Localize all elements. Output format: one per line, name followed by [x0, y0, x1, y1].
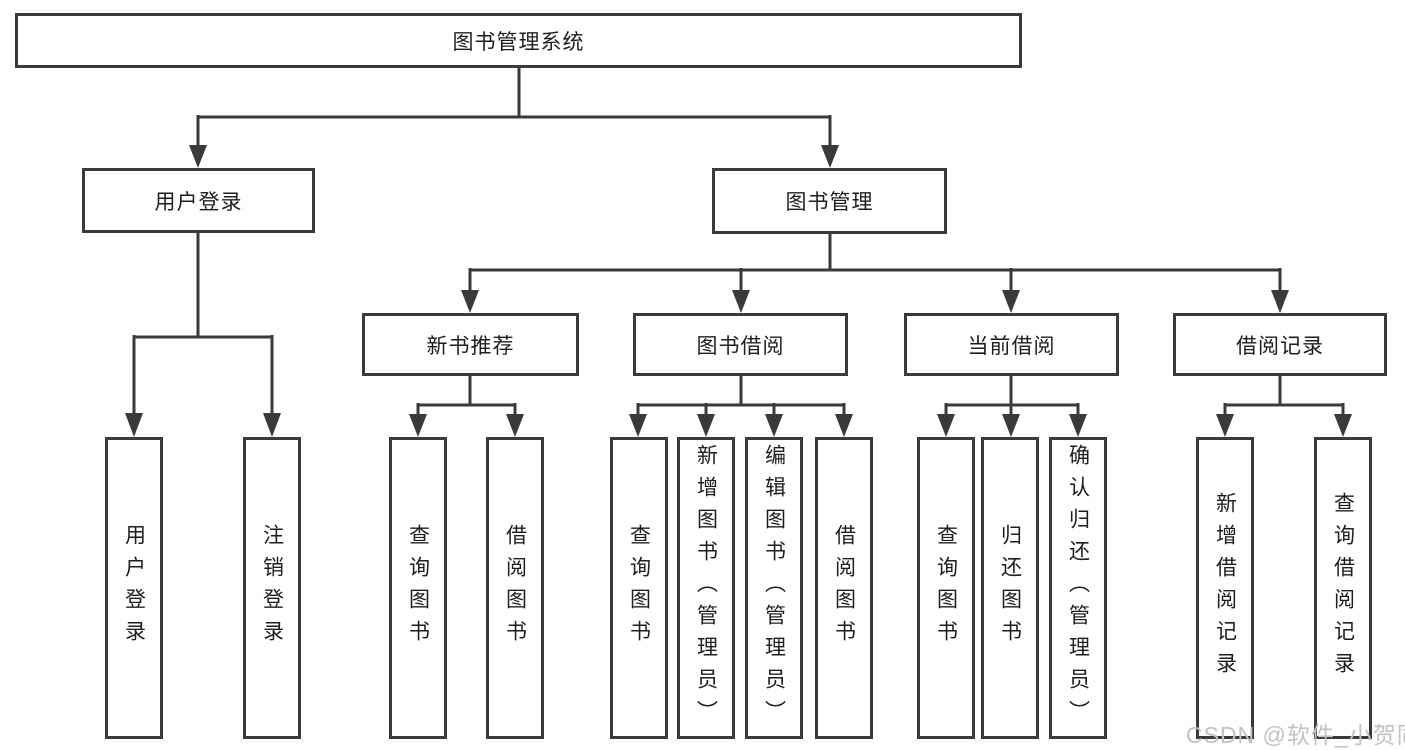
leaf-label: 新增借阅记录: [1213, 492, 1237, 684]
leaf-label: 查询图书: [627, 524, 651, 652]
connector-line: [636, 376, 846, 415]
leaf-label: 查询图书: [406, 524, 430, 652]
arrowhead-icon: [821, 145, 839, 168]
leaf-borrow-books-borrow: 借阅图书: [815, 437, 873, 739]
arrowhead-icon: [506, 414, 524, 437]
leaf-logout: 注销登录: [243, 437, 301, 739]
leaf-edit-book-admin: 编辑图书（管理员）: [745, 437, 803, 739]
watermark: CSDN @软件_小贺同学: [1186, 722, 1405, 748]
arrowhead-icon: [629, 414, 647, 437]
leaf-add-borrow-record: 新增借阅记录: [1196, 437, 1254, 739]
leaf-label: 注销登录: [260, 524, 284, 652]
leaf-label: 确认归还（管理员）: [1066, 444, 1090, 732]
node-borrow-records: 借阅记录: [1173, 313, 1387, 376]
leaf-label: 借阅图书: [503, 524, 527, 652]
leaf-confirm-return-admin: 确认归还（管理员）: [1049, 437, 1107, 739]
arrowhead-icon: [125, 413, 143, 437]
connector-currentborrow-to-leaves: [937, 376, 1087, 437]
leaf-label: 编辑图书（管理员）: [762, 444, 786, 732]
arrowhead-icon: [1216, 414, 1234, 437]
connector-line: [468, 234, 1282, 291]
leaf-label: 用户登录: [122, 524, 146, 652]
arrowhead-icon: [765, 414, 783, 437]
arrowhead-icon: [461, 290, 479, 313]
arrowhead-icon: [409, 414, 427, 437]
connector-line: [944, 376, 1080, 415]
connector-newbookrec-to-leaves: [409, 376, 524, 437]
arrowhead-icon: [1271, 290, 1289, 313]
connector-borrowrecords-to-leaves: [1216, 376, 1352, 437]
leaf-label: 查询图书: [934, 524, 958, 652]
leaf-add-book-admin: 新增图书（管理员）: [677, 437, 735, 739]
arrowhead-icon: [189, 145, 207, 168]
leaf-query-borrow-record: 查询借阅记录: [1314, 437, 1372, 739]
leaf-borrow-books-recommend: 借阅图书: [486, 437, 544, 739]
leaf-label: 新增图书（管理员）: [694, 444, 718, 732]
node-new-book-recommend: 新书推荐: [362, 313, 579, 376]
leaf-user-login: 用户登录: [105, 437, 163, 739]
leaf-return-book: 归还图书: [981, 437, 1039, 739]
node-user-login: 用户登录: [82, 168, 315, 233]
connector-line: [132, 233, 274, 414]
leaf-query-books-current: 查询图书: [917, 437, 975, 739]
node-book-borrow: 图书借阅: [633, 313, 848, 376]
arrowhead-icon: [697, 414, 715, 437]
arrowhead-icon: [1002, 414, 1020, 437]
leaf-label: 归还图书: [998, 524, 1022, 652]
arrowhead-icon: [835, 414, 853, 437]
node-current-borrow: 当前借阅: [904, 313, 1119, 376]
arrowhead-icon: [1069, 414, 1087, 437]
connector-bookborrow-to-leaves: [629, 376, 853, 437]
leaf-label: 查询借阅记录: [1331, 492, 1355, 684]
node-root-system: 图书管理系统: [15, 13, 1022, 68]
leaf-query-books-borrow: 查询图书: [610, 437, 668, 739]
arrowhead-icon: [1334, 414, 1352, 437]
leaf-label: 借阅图书: [832, 524, 856, 652]
arrowhead-icon: [1002, 290, 1020, 313]
connector-line: [1223, 376, 1345, 415]
arrowhead-icon: [732, 290, 750, 313]
leaf-query-books-recommend: 查询图书: [389, 437, 447, 739]
connector-line: [416, 376, 517, 415]
node-book-management: 图书管理: [712, 168, 947, 234]
arrowhead-icon: [937, 414, 955, 437]
arrowhead-icon: [263, 413, 281, 437]
connector-bookmgmt-to-level3: [461, 234, 1289, 313]
connector-line: [196, 68, 832, 146]
connector-root-to-level2: [189, 68, 839, 168]
connector-userlogin-to-leaves: [125, 233, 281, 437]
